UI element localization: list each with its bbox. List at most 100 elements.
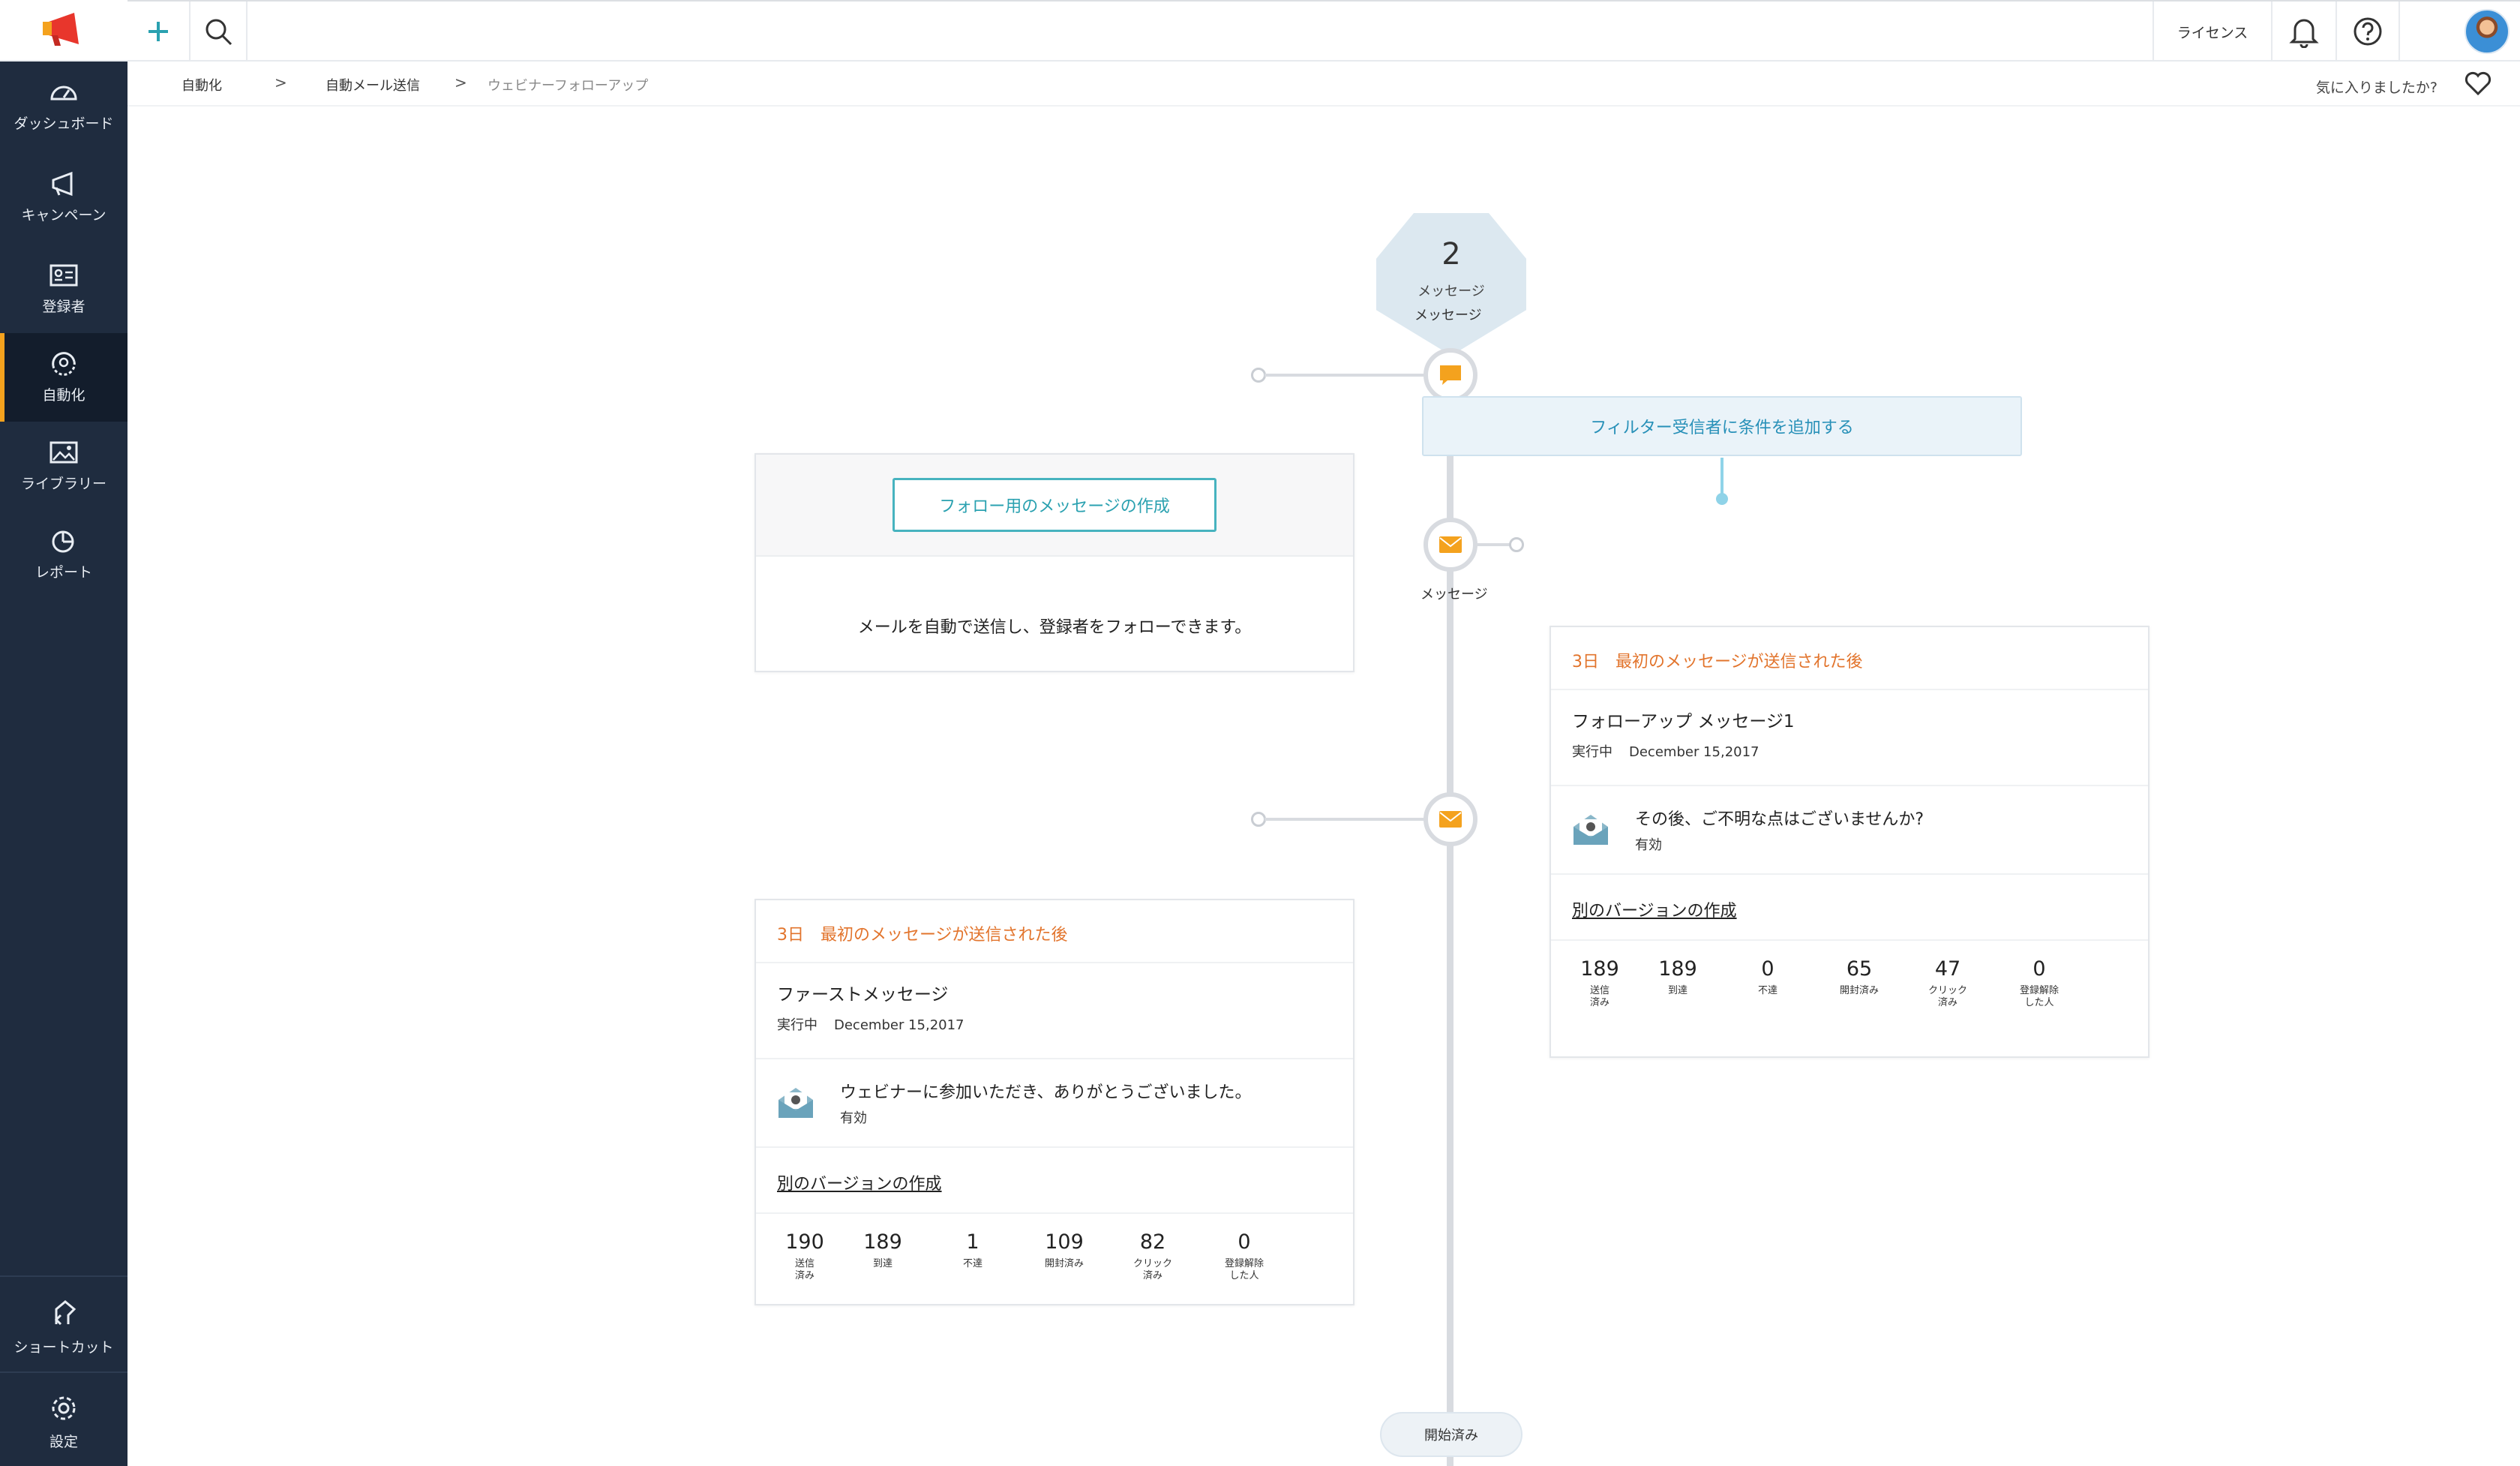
chevron-right-icon: >	[454, 74, 467, 92]
bell-icon	[2289, 19, 2319, 48]
stat-value: 0	[2032, 957, 2046, 981]
breadcrumb-item-automation[interactable]: 自動化	[182, 78, 222, 94]
help-icon	[2354, 17, 2382, 46]
create-follow-up-header: フォロー用のメッセージの作成	[756, 455, 1353, 557]
stat-value: 47	[1934, 957, 1961, 981]
connector-line	[1474, 543, 1512, 546]
add-button[interactable]	[128, 2, 190, 62]
timeline-node-email[interactable]	[1424, 792, 1478, 846]
message-subject-status: 有効	[840, 1110, 867, 1126]
variant-section: 別のバージョンの作成	[1551, 875, 2148, 941]
message-subject: その後、ご不明な点はございませんか?	[1635, 810, 1924, 829]
connector-dot[interactable]	[1251, 368, 1266, 383]
message-status: 実行中	[1572, 744, 1612, 760]
stat-label: クリック済み	[1928, 985, 1967, 1008]
stat-value: 0	[1238, 1230, 1251, 1254]
create-variant-link[interactable]: 別のバージョンの作成	[777, 1175, 942, 1194]
create-variant-link[interactable]: 別のバージョンの作成	[1572, 902, 1737, 921]
node-label: メッセージ	[1414, 308, 1482, 323]
contact-card-icon	[49, 263, 79, 288]
search-button[interactable]	[190, 2, 248, 62]
stat-label: 開封済み	[1044, 1258, 1084, 1269]
stat-value: 65	[1846, 957, 1873, 981]
message-subject-row[interactable]: ウェビナーに参加いただき、ありがとうございました。 有効	[756, 1059, 1353, 1148]
sidebar-item-label: 登録者	[42, 298, 86, 315]
breadcrumb-item-autoresponder[interactable]: 自動メール送信	[326, 78, 420, 94]
stat-label: 到達	[1667, 985, 1688, 996]
sidebar-item-reports[interactable]: レポート	[0, 510, 128, 599]
gear-icon	[49, 1393, 79, 1423]
timeline-line	[1447, 332, 1454, 1466]
connector-line	[1264, 374, 1425, 377]
stat-clicked[interactable]: 82 クリック済み	[1112, 1230, 1194, 1282]
connector-dot[interactable]	[1509, 537, 1524, 552]
timeline-node-chat[interactable]	[1424, 348, 1478, 402]
stat-label: クリック済み	[1132, 1258, 1172, 1281]
feedback-prompt: 気に入りましたか?	[2315, 80, 2438, 96]
sidebar-item-label: ショートカット	[14, 1338, 114, 1356]
stat-sent[interactable]: 189 送信済み	[1558, 957, 1641, 1009]
stat-label: 送信済み	[1589, 985, 1610, 1008]
message-name[interactable]: フォローアップ メッセージ1	[1572, 712, 1795, 731]
stat-opened[interactable]: 109 開封済み	[1023, 1230, 1106, 1270]
stat-clicked[interactable]: 47 クリック済み	[1906, 957, 1989, 1009]
add-filter-condition-button[interactable]: フィルター受信者に条件を追加する	[1422, 396, 2022, 456]
filter-connector-dot	[1716, 493, 1728, 505]
chat-icon	[1440, 365, 1461, 385]
sidebar-item-shortcuts[interactable]: ショートカット	[0, 1283, 128, 1371]
stat-value: 1	[966, 1230, 980, 1254]
message-subject-row[interactable]: その後、ご不明な点はございませんか? 有効	[1551, 786, 2148, 875]
sidebar-item-dashboard[interactable]: ダッシュボード	[0, 62, 128, 150]
message-delay: 3日 最初のメッセージが送信された後	[1551, 627, 2148, 690]
sidebar-item-library[interactable]: ライブラリー	[0, 422, 128, 510]
message-name[interactable]: ファーストメッセージ	[777, 985, 949, 1005]
sidebar-item-contacts[interactable]: 登録者	[0, 245, 128, 333]
sidebar: ダッシュボード キャンペーン 登録者 自動化 ライブラリー レポート	[0, 0, 128, 1466]
stat-label: 開封済み	[1839, 985, 1879, 996]
message-delay: 3日 最初のメッセージが送信された後	[756, 900, 1353, 963]
heart-icon[interactable]	[2464, 71, 2492, 100]
message-count-hexagon: 2 メッセージ	[1376, 213, 1526, 356]
filter-connector-line	[1720, 458, 1724, 497]
sidebar-item-label: ダッシュボード	[14, 115, 114, 132]
sidebar-item-label: キャンペーン	[21, 206, 106, 224]
sidebar-item-settings[interactable]: 設定	[0, 1377, 128, 1466]
license-button[interactable]: ライセンス	[2152, 2, 2272, 62]
user-menu-button[interactable]	[2400, 2, 2520, 62]
help-button[interactable]	[2337, 2, 2400, 62]
stat-value: 82	[1139, 1230, 1166, 1254]
message-count: 2	[1442, 237, 1461, 272]
timeline-node-email[interactable]	[1424, 518, 1478, 572]
automation-canvas: 2 メッセージ メッセージ メッセージ フォロー用のメッセージの作成 メールを自…	[128, 107, 2520, 1466]
stat-value: 109	[1045, 1230, 1084, 1254]
stat-value: 189	[1580, 957, 1619, 981]
create-follow-up-description: メールを自動で送信し、登録者をフォローできます。	[857, 618, 1252, 637]
app-logo[interactable]	[0, 0, 128, 62]
stat-opened[interactable]: 65 開封済み	[1818, 957, 1900, 997]
connector-dot[interactable]	[1251, 812, 1266, 827]
create-follow-up-button[interactable]: フォロー用のメッセージの作成	[892, 478, 1216, 532]
open-envelope-icon	[1572, 813, 1610, 849]
envelope-icon	[1439, 811, 1462, 828]
sidebar-item-campaigns[interactable]: キャンペーン	[0, 153, 128, 242]
notifications-button[interactable]	[2272, 2, 2337, 62]
sidebar-divider	[0, 1275, 128, 1277]
plus-icon	[148, 22, 168, 41]
image-icon	[49, 440, 79, 465]
message-status: 実行中	[777, 1017, 818, 1033]
sidebar-item-automation[interactable]: 自動化	[0, 333, 128, 422]
